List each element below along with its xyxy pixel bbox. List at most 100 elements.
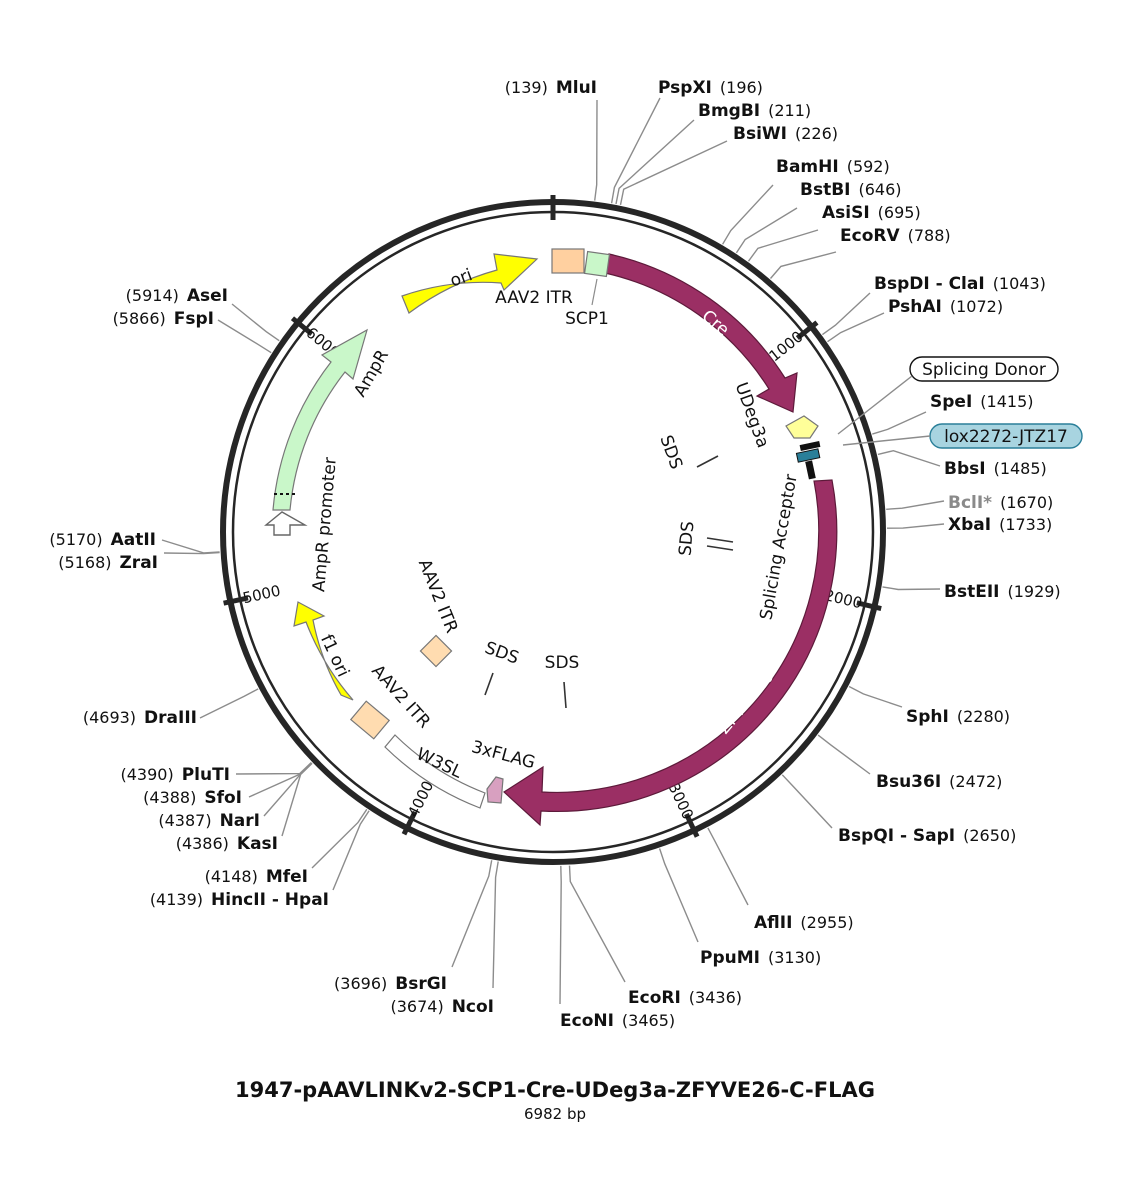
site-label[interactable]: (5914)AseI — [126, 286, 228, 306]
site-position: (1072) — [950, 297, 1003, 316]
site-label[interactable]: (5866)FspI — [113, 309, 214, 329]
site-label[interactable]: AsiSI(695) — [822, 203, 921, 223]
site-label[interactable]: (139)MluI — [505, 78, 597, 98]
site-leader — [492, 861, 499, 989]
site-label[interactable]: (4387)NarI — [158, 811, 260, 831]
ampr-feature-arrow[interactable] — [272, 328, 368, 511]
site-position: (5170) — [49, 530, 102, 549]
site-label[interactable]: EcoRV(788) — [840, 226, 951, 246]
site-leader — [615, 119, 695, 205]
site-leader — [559, 865, 562, 1005]
site-name: BspDI - ClaI — [874, 274, 985, 294]
site-leader — [735, 207, 798, 254]
site-label[interactable]: (4139) HincII - HpaI — [150, 890, 329, 910]
zfyve26-feature-arrow[interactable] — [503, 479, 838, 827]
site-label[interactable]: (4386)KasI — [176, 834, 278, 854]
site-position: (4139) — [150, 890, 203, 909]
site-leader — [231, 303, 280, 342]
site-label[interactable]: SpeI(1415) — [930, 392, 1033, 412]
site-position: (3674) — [390, 997, 443, 1016]
site-leader — [886, 523, 945, 529]
sds-bar-2b — [706, 545, 734, 551]
site-label[interactable]: BstBI (646) — [800, 180, 902, 200]
site-label[interactable]: BstEII (1929) — [944, 582, 1061, 602]
site-name: BamHI — [776, 157, 839, 177]
site-leader — [848, 685, 903, 708]
site-label[interactable]: PspXI(196) — [658, 78, 763, 98]
site-label[interactable]: (5170)AatII — [49, 530, 156, 550]
lox-marker[interactable] — [795, 448, 821, 463]
site-label[interactable]: (4390)PluTI — [120, 765, 230, 785]
site-position: (4693) — [83, 708, 136, 727]
site-name: BstEII — [944, 582, 999, 602]
site-label[interactable]: BspQI - SapI(2650) — [838, 826, 1016, 846]
sds-label-2: SDS — [676, 520, 699, 556]
site-leader — [610, 97, 661, 204]
site-position: (646) — [859, 180, 902, 199]
site-name: Bsu36I — [876, 772, 941, 792]
site-leader — [781, 774, 833, 829]
site-position: (2280) — [957, 707, 1010, 726]
f1-ori-feature-arrow[interactable] — [293, 601, 354, 701]
flag-label: 3xFLAG — [469, 737, 537, 773]
site-position: (592) — [847, 157, 890, 176]
site-name: SpeI — [930, 392, 972, 412]
site-leader — [217, 319, 272, 354]
splicing-acceptor-marker[interactable] — [805, 460, 816, 480]
w3sl-feature[interactable] — [384, 734, 486, 809]
site-label[interactable]: BmgBI(211) — [698, 101, 811, 121]
site-name: EcoRI — [628, 988, 681, 1008]
flag-feature-arrow[interactable] — [486, 776, 504, 804]
aav2-itr-inner-box[interactable] — [419, 634, 453, 668]
site-position: (139) — [505, 78, 548, 97]
site-position: (211) — [768, 101, 811, 120]
site-leader — [619, 140, 728, 206]
sds-label-4: SDS — [545, 653, 580, 673]
site-label[interactable]: BbsI(1485) — [944, 459, 1047, 479]
site-label[interactable]: (3674)NcoI — [390, 997, 494, 1017]
ori-feature-arrow[interactable] — [401, 253, 539, 314]
ampr-promoter-arrow[interactable] — [264, 511, 308, 536]
cre-feature-arrow[interactable] — [604, 253, 798, 413]
site-label[interactable]: (4693)DraIII — [83, 708, 197, 728]
site-position: (2650) — [963, 826, 1016, 845]
splicing-donor-marker[interactable] — [799, 440, 821, 452]
splicing-donor-callout-text: Splicing Donor — [922, 360, 1046, 380]
aav2-itr-top-box[interactable] — [551, 248, 585, 274]
site-label[interactable]: BclI*(1670) — [948, 493, 1053, 513]
site-label[interactable]: Bsu36I (2472) — [876, 772, 1002, 792]
site-label[interactable]: (3696)BsrGI — [334, 974, 447, 994]
site-name: HincII - HpaI — [211, 890, 329, 910]
udeg3a-marker[interactable] — [785, 415, 819, 439]
site-label[interactable]: (5168)ZraI — [58, 553, 158, 573]
site-label[interactable]: EcoRI(3436) — [628, 988, 742, 1008]
site-leader — [451, 860, 493, 968]
site-label[interactable]: XbaI(1733) — [948, 515, 1052, 535]
splicing-donor-callout[interactable]: Splicing Donor — [837, 356, 1059, 435]
site-label[interactable]: BsiWI(226) — [733, 124, 838, 144]
site-label[interactable]: BspDI - ClaI (1043) — [874, 274, 1046, 294]
site-name: AflII — [754, 913, 792, 933]
site-label[interactable]: (4148)MfeI — [205, 867, 308, 887]
site-label[interactable]: (4388)SfoI — [143, 788, 242, 808]
site-label[interactable]: SphI(2280) — [906, 707, 1010, 727]
site-leader — [821, 292, 871, 336]
scp1-box[interactable] — [583, 250, 611, 278]
site-name: BsrGI — [395, 974, 447, 994]
lox-callout[interactable]: lox2272-JTZ17 — [842, 423, 1083, 449]
site-leader — [235, 761, 312, 775]
site-name: XbaI — [948, 515, 991, 535]
sds-bar-2a — [706, 537, 734, 543]
site-position: (2472) — [949, 772, 1002, 791]
aav2-itr-bottom-box[interactable] — [349, 700, 391, 740]
site-label[interactable]: PpuMI(3130) — [700, 948, 821, 968]
site-position: (1929) — [1007, 582, 1060, 601]
site-name: BstBI — [800, 180, 851, 200]
site-label[interactable]: BamHI (592) — [776, 157, 890, 177]
site-label[interactable]: AflII(2955) — [754, 913, 854, 933]
site-label[interactable]: PshAI(1072) — [888, 297, 1003, 317]
site-position: (1043) — [993, 274, 1046, 293]
site-label[interactable]: EcoNI(3465) — [560, 1011, 675, 1031]
site-position: (5866) — [113, 309, 166, 328]
sds-label-3: SDS — [482, 638, 521, 669]
